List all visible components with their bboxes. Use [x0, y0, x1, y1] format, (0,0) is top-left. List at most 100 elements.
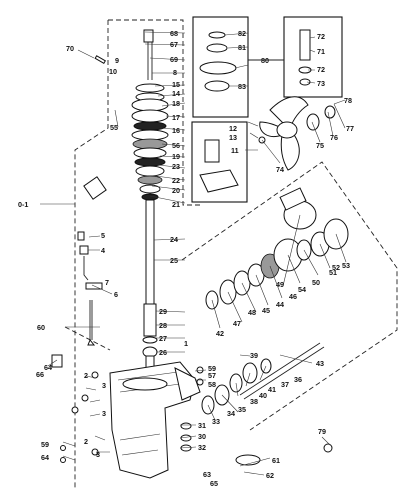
label-50: 50 [312, 278, 320, 287]
label-14: 14 [172, 89, 180, 98]
label-83: 83 [238, 82, 246, 91]
label-71: 71 [317, 47, 325, 56]
label-55: 55 [110, 123, 118, 132]
label-6: 6 [114, 290, 118, 299]
label-2: 2 [84, 437, 88, 446]
label-52: 52 [332, 263, 340, 272]
label-43: 43 [316, 359, 324, 368]
label-16: 16 [172, 126, 180, 135]
kit-icons [83, 176, 307, 211]
label-38: 38 [250, 397, 258, 406]
label-23: 23 [172, 162, 180, 171]
label-48: 48 [248, 308, 256, 317]
label-22: 22 [172, 176, 180, 185]
label-29: 29 [159, 307, 167, 316]
label-2: 2 [84, 371, 88, 380]
label-5: 5 [101, 231, 105, 240]
label-76: 76 [330, 133, 338, 142]
label-15: 15 [172, 80, 180, 89]
label-24: 24 [170, 235, 178, 244]
label-81: 81 [238, 43, 246, 52]
label-63: 63 [203, 470, 211, 479]
label-21: 21 [172, 200, 180, 209]
label-41: 41 [268, 385, 276, 394]
label-11: 11 [231, 146, 239, 155]
label-3: 3 [102, 381, 106, 390]
label-34: 34 [227, 409, 235, 418]
shift-linkage-parts [51, 55, 333, 466]
label-72: 72 [317, 32, 325, 41]
label-51: 51 [329, 268, 337, 277]
leader-lines [40, 31, 347, 476]
label-66: 66 [36, 370, 44, 379]
pump-kit-parts [199, 29, 312, 193]
label-31: 31 [198, 421, 206, 430]
label-72: 72 [317, 65, 325, 74]
label-3: 3 [102, 409, 106, 418]
label-8: 8 [173, 68, 177, 77]
label-53: 53 [342, 261, 350, 270]
label-80: 80 [261, 56, 269, 65]
label-60: 60 [37, 323, 45, 332]
label-65: 65 [210, 479, 218, 488]
label-13: 13 [229, 133, 237, 142]
label-61: 61 [272, 456, 280, 465]
label-59: 59 [208, 364, 216, 373]
label-3: 3 [96, 450, 100, 459]
label-57: 57 [208, 371, 216, 380]
label-1: 1 [184, 339, 188, 348]
label-77: 77 [346, 124, 354, 133]
assembly-outline [64, 19, 398, 489]
label-75: 75 [316, 141, 324, 150]
label-46: 46 [289, 292, 297, 301]
label-64: 64 [41, 453, 49, 462]
label-18: 18 [172, 99, 180, 108]
label-79: 79 [318, 427, 326, 436]
gearcase-housing [109, 361, 201, 479]
label-73: 73 [317, 79, 325, 88]
label-39: 39 [250, 351, 258, 360]
label-82: 82 [238, 29, 246, 38]
label-35: 35 [238, 405, 246, 414]
label-0-1: 0-1 [18, 200, 28, 209]
label-33: 33 [212, 417, 220, 426]
label-78: 78 [344, 96, 352, 105]
label-70: 70 [66, 44, 74, 53]
label-7: 7 [105, 278, 109, 287]
label-26: 26 [159, 348, 167, 357]
driveshaft-assembly [131, 29, 169, 371]
label-47: 47 [233, 319, 241, 328]
label-49: 49 [276, 280, 284, 289]
label-67: 67 [170, 40, 178, 49]
label-59: 59 [41, 440, 49, 449]
label-74: 74 [276, 165, 284, 174]
label-12: 12 [229, 124, 237, 133]
label-32: 32 [198, 443, 206, 452]
label-69: 69 [170, 55, 178, 64]
label-62: 62 [266, 471, 274, 480]
label-54: 54 [298, 285, 306, 294]
label-9: 9 [115, 56, 119, 65]
kit-box-water-pump [191, 16, 343, 203]
label-20: 20 [172, 186, 180, 195]
label-68: 68 [170, 29, 178, 38]
label-30: 30 [198, 432, 206, 441]
propeller [258, 96, 336, 171]
label-4: 4 [101, 246, 105, 255]
part-number-labels: 1 2 2 3 3 3 4 5 6 7 8 9 10 11 12 13 14 1… [18, 29, 354, 488]
propeller-shaft-assembly [201, 200, 349, 415]
label-25: 25 [170, 256, 178, 265]
label-10: 10 [109, 67, 117, 76]
label-44: 44 [276, 300, 284, 309]
label-64: 64 [44, 363, 52, 372]
label-19: 19 [172, 152, 180, 161]
label-40: 40 [259, 391, 267, 400]
label-17: 17 [172, 113, 180, 122]
label-42: 42 [216, 329, 224, 338]
label-36: 36 [294, 375, 302, 384]
label-58: 58 [208, 380, 216, 389]
label-28: 28 [159, 321, 167, 330]
label-56: 56 [172, 141, 180, 150]
label-27: 27 [159, 334, 167, 343]
